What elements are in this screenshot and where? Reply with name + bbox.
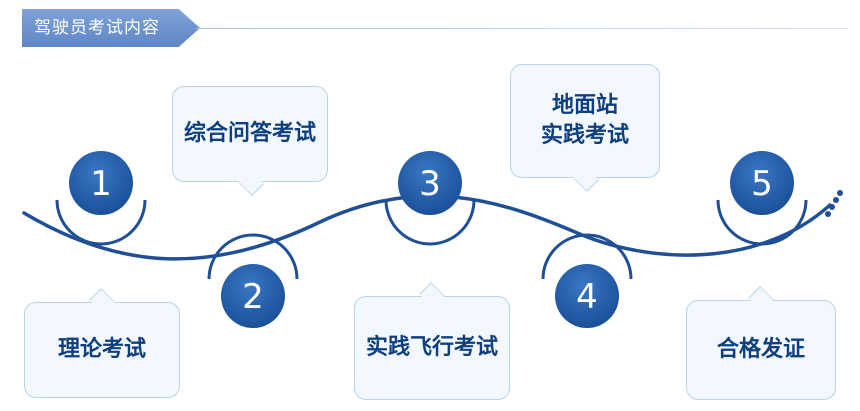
step-2-marker: 2 [207, 233, 299, 328]
section-title-tab: 驾驶员考试内容 [22, 9, 200, 47]
step-5-number: 5 [751, 164, 773, 204]
step-5-label: 合格发证 [716, 337, 805, 363]
step-1-number: 1 [90, 164, 112, 204]
step-3-bubble: 实践飞行考试 [354, 296, 510, 400]
step-5-marker: 5 [716, 151, 808, 246]
title-divider [196, 28, 848, 29]
step-3-number: 3 [419, 164, 441, 204]
step-4-marker: 4 [541, 233, 633, 328]
step-1-bubble: 理论考试 [24, 302, 180, 398]
step-4-number: 4 [576, 277, 598, 317]
wave-end-dots [825, 190, 843, 217]
step-1-marker: 1 [55, 151, 147, 246]
step-4-bubble: 地面站 实践考试 [510, 64, 660, 178]
step-3-label: 实践飞行考试 [365, 335, 498, 361]
step-4-label: 地面站 实践考试 [540, 93, 629, 148]
step-2-number: 2 [242, 277, 264, 317]
step-5-bubble: 合格发证 [686, 300, 836, 400]
step-2-label: 综合问答考试 [183, 121, 316, 147]
step-1-label: 理论考试 [57, 337, 146, 363]
step-3-marker: 3 [384, 151, 476, 246]
step-2-bubble: 综合问答考试 [172, 86, 328, 182]
section-title: 驾驶员考试内容 [34, 18, 160, 38]
